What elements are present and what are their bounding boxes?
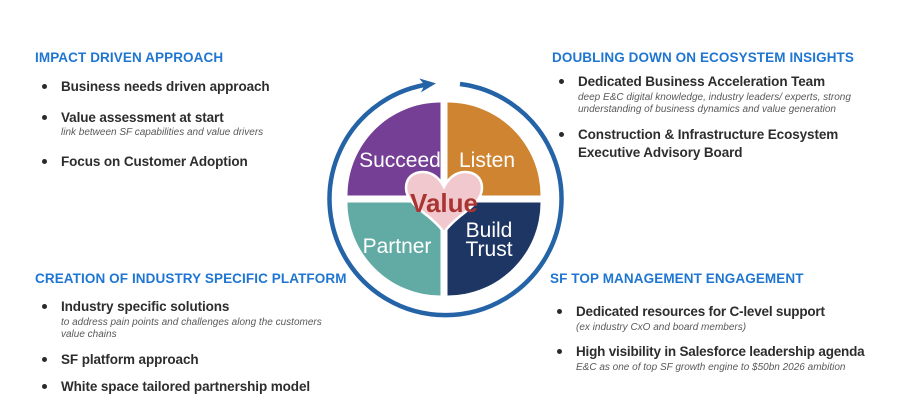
bullet-subtext: deep E&C digital knowledge, industry lea… [578,91,851,116]
panel-title: DOUBLING DOWN ON ECOSYSTEM INSIGHTS [552,50,855,65]
bullet-icon [42,158,47,164]
quadrant-label-listen: Listen [459,149,515,172]
value-label: Value [410,188,478,218]
heart-icon [404,170,484,236]
value-cycle-diagram: Succeed Listen Build Trust Partner Value [327,78,564,318]
list-item: Value assessment at start link between S… [35,109,335,140]
bullet-list: Dedicated Business Acceleration Team dee… [552,73,884,161]
list-item: Dedicated resources for C-level support … [550,303,898,334]
panel-impact-driven-approach: IMPACT DRIVEN APPROACH Business needs dr… [35,50,335,183]
bullet-list: Business needs driven approach Value ass… [35,78,335,170]
bullet-subtext: link between SF capabilities and value d… [61,127,264,139]
bullet-icon [557,349,562,355]
bullet-text: Construction & Infrastructure Ecosystem … [578,127,839,160]
bullet-text: Focus on Customer Adoption [61,153,248,169]
panel-ecosystem-insights: DOUBLING DOWN ON ECOSYSTEM INSIGHTS Dedi… [552,50,884,170]
bullet-text: SF platform approach [61,352,199,368]
list-item: White space tailored partnership model [35,378,380,396]
panel-top-management-engagement: SF TOP MANAGEMENT ENGAGEMENT Dedicated r… [550,271,898,384]
list-item: Business needs driven approach [35,78,335,96]
list-item: Industry specific solutions to address p… [35,298,380,342]
bullet-text: Industry specific solutions [61,299,230,314]
bullet-icon [42,304,47,309]
quadrant-build-trust [447,202,541,296]
list-item: Dedicated Business Acceleration Team dee… [552,73,884,117]
bullet-subtext: to address pain points and challenges al… [61,316,322,341]
bullet-icon [559,132,564,138]
bullet-list: Dedicated resources for C-level support … [550,303,898,375]
panel-title: SF TOP MANAGEMENT ENGAGEMENT [550,271,804,286]
quadrant-label-partner: Partner [363,235,432,258]
list-item: High visibility in Salesforce leadership… [550,343,898,374]
quadrant-label-succeed: Succeed [359,149,441,172]
bullet-subtext: (ex industry CxO and board members) [576,321,747,333]
bullet-icon [42,114,47,120]
bullet-icon [42,383,47,389]
bullet-icon [42,357,47,363]
list-item: SF platform approach [35,351,380,369]
quadrant-label-build: Build [466,219,513,242]
bullet-text: High visibility in Salesforce leadership… [576,344,865,360]
bullet-text: Dedicated resources for C-level support [576,304,825,319]
panel-title: IMPACT DRIVEN APPROACH [35,50,224,65]
list-item: Construction & Infrastructure Ecosystem … [552,126,884,161]
bullet-subtext: E&C as one of top SF growth engine to $5… [576,361,846,373]
bullet-text: Dedicated Business Acceleration Team [578,74,825,89]
panel-title: CREATION OF INDUSTRY SPECIFIC PLATFORM [35,271,347,286]
cycle-ring-arrow-icon [327,78,564,318]
bullet-text: Business needs driven approach [61,79,270,94]
bullet-text: White space tailored partnership model [61,378,311,394]
bullet-icon [42,84,47,89]
panel-industry-platform: CREATION OF INDUSTRY SPECIFIC PLATFORM I… [35,271,380,404]
quadrant-partner [347,202,441,296]
bullet-list: Industry specific solutions to address p… [35,298,380,395]
bullet-text: Value assessment at start [61,109,224,125]
list-item: Focus on Customer Adoption [35,153,335,171]
quadrant-label-trust: Trust [465,238,512,261]
bullet-icon [559,79,564,84]
bullet-icon [557,309,562,314]
